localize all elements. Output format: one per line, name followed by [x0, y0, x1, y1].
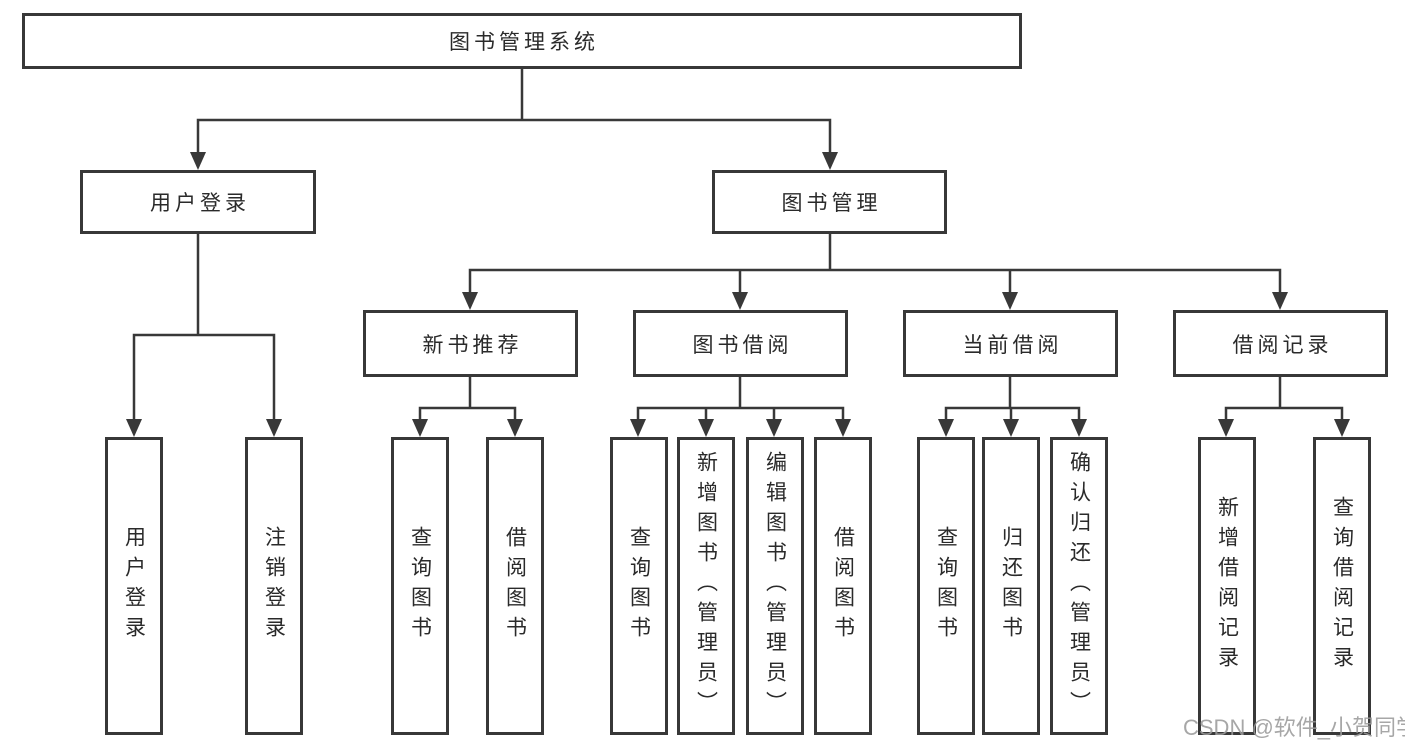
- node-book-borrow: 图书借阅: [633, 310, 848, 377]
- leaf-query-borrow-record: 查询借阅记录: [1313, 437, 1371, 735]
- node-library-management-system: 图书管理系统: [22, 13, 1022, 69]
- arrowhead: [412, 419, 428, 437]
- arrowhead: [1003, 419, 1019, 437]
- leaf-logout: 注销登录: [245, 437, 303, 735]
- arrowhead: [822, 152, 838, 170]
- leaf-borrow-books-recommend: 借阅图书: [486, 437, 544, 735]
- leaf-label: 用户登录: [122, 526, 146, 646]
- arrowhead: [1272, 292, 1288, 310]
- leaf-query-books-borrow: 查询图书: [610, 437, 668, 735]
- leaf-label: 确认归还（管理员）: [1067, 451, 1091, 721]
- leaf-label: 注销登录: [262, 526, 286, 646]
- node-label: 新书推荐: [422, 333, 523, 357]
- connector-root-to-branches: [196, 67, 832, 156]
- arrowhead: [462, 292, 478, 310]
- arrowhead: [126, 419, 142, 437]
- arrowhead: [732, 292, 748, 310]
- connector-user-login-branch: [132, 232, 276, 423]
- arrowhead: [1334, 419, 1350, 437]
- node-label: 借阅记录: [1232, 333, 1333, 357]
- leaf-add-borrow-record: 新增借阅记录: [1198, 437, 1256, 735]
- connector-new-book-recommend-group: [418, 375, 517, 423]
- connector-book-borrow-group: [636, 375, 845, 423]
- node-label: 图书借阅: [692, 333, 793, 357]
- leaf-label: 查询图书: [627, 526, 651, 646]
- node-user-login: 用户登录: [80, 170, 316, 234]
- leaf-label: 查询图书: [934, 526, 958, 646]
- leaf-query-books-recommend: 查询图书: [391, 437, 449, 735]
- arrowhead: [1002, 292, 1018, 310]
- leaf-confirm-return-admin: 确认归还（管理员）: [1050, 437, 1108, 735]
- node-label: 当前借阅: [962, 333, 1063, 357]
- arrowheads: [126, 152, 1350, 437]
- leaf-label: 新增借阅记录: [1215, 496, 1239, 676]
- leaf-borrow-books-borrow: 借阅图书: [814, 437, 872, 735]
- node-label: 用户登录: [150, 192, 250, 215]
- connector-borrow-records-group: [1224, 375, 1344, 423]
- arrowhead: [190, 152, 206, 170]
- leaf-return-book: 归还图书: [982, 437, 1040, 735]
- leaf-label: 查询借阅记录: [1330, 496, 1354, 676]
- arrowhead: [835, 419, 851, 437]
- connector-book-management-branch: [468, 232, 1282, 296]
- leaf-label: 借阅图书: [831, 526, 855, 646]
- node-label: 图书管理: [781, 192, 882, 215]
- arrowhead: [938, 419, 954, 437]
- leaf-query-books-current: 查询图书: [917, 437, 975, 735]
- leaf-user-login: 用户登录: [105, 437, 163, 735]
- node-borrow-records: 借阅记录: [1173, 310, 1388, 377]
- leaf-add-book-admin: 新增图书（管理员）: [677, 437, 735, 735]
- arrowhead: [1071, 419, 1087, 437]
- node-book-management: 图书管理: [712, 170, 947, 234]
- node-label: 图书管理系统: [449, 31, 599, 54]
- arrowhead: [266, 419, 282, 437]
- watermark: CSDN @软件_小贺同学: [1183, 715, 1405, 740]
- node-new-book-recommend: 新书推荐: [363, 310, 578, 377]
- leaf-label: 归还图书: [999, 526, 1023, 646]
- arrowhead: [1218, 419, 1234, 437]
- arrowhead: [698, 419, 714, 437]
- connector-current-borrow-group: [944, 375, 1081, 423]
- leaf-edit-book-admin: 编辑图书（管理员）: [746, 437, 804, 735]
- leaf-label: 新增图书（管理员）: [694, 451, 718, 721]
- leaf-label: 借阅图书: [503, 526, 527, 646]
- arrowhead: [630, 419, 646, 437]
- arrowhead: [507, 419, 523, 437]
- leaf-label: 编辑图书（管理员）: [763, 451, 787, 721]
- node-current-borrow: 当前借阅: [903, 310, 1118, 377]
- leaf-label: 查询图书: [408, 526, 432, 646]
- arrowhead: [766, 419, 782, 437]
